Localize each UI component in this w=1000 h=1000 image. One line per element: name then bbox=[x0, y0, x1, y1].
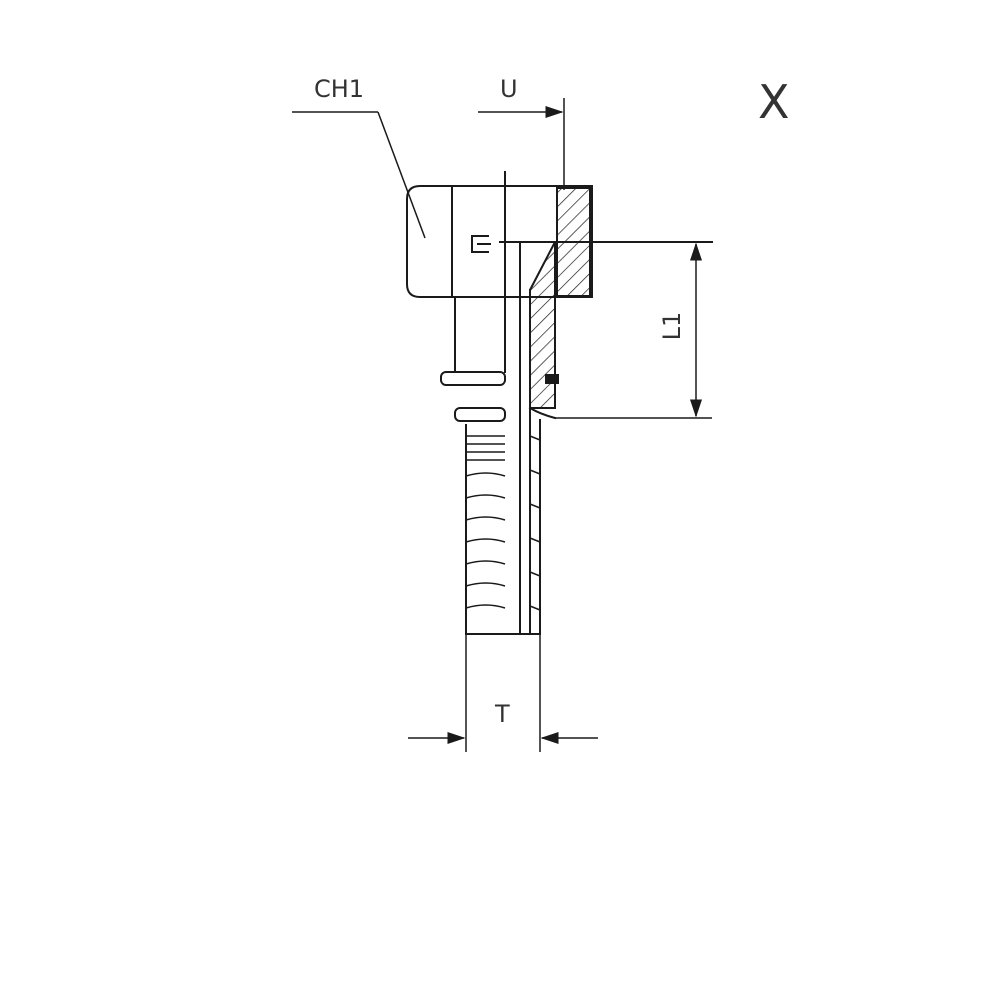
l1-label: L1 bbox=[658, 312, 686, 341]
nut-shank bbox=[454, 296, 506, 373]
ch1-label: CH1 bbox=[314, 75, 364, 103]
t-dimension bbox=[408, 634, 598, 752]
hose-tail bbox=[465, 406, 557, 635]
l1-dimension bbox=[555, 242, 712, 419]
u-label: U bbox=[500, 75, 518, 103]
view-label: X bbox=[758, 75, 790, 129]
ch1-leader bbox=[292, 111, 426, 239]
t-label: T bbox=[494, 700, 510, 728]
u-dimension bbox=[478, 98, 565, 190]
collars bbox=[440, 371, 506, 422]
body-section bbox=[499, 241, 713, 635]
